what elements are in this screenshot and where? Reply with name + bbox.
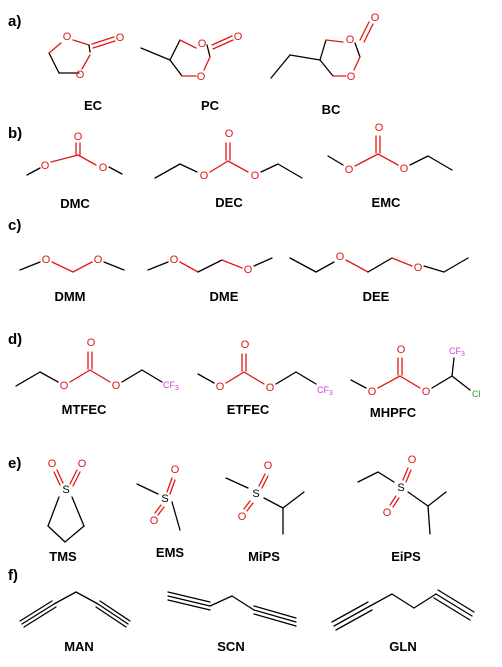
oxygen-atom: O	[60, 380, 69, 392]
molecule-dmc: O O O	[26, 131, 123, 176]
sulfur-atom: S	[397, 482, 404, 494]
oxygen-atom: O	[422, 386, 431, 398]
oxygen-atom: O	[42, 254, 51, 266]
panel-label-d: d)	[8, 331, 22, 348]
molecule-name-dmc: DMC	[60, 196, 90, 211]
oxygen-atom: O	[216, 381, 225, 393]
oxygen-atom: O	[94, 254, 103, 266]
oxygen-atom: O	[234, 31, 243, 43]
oxygen-atom: O	[336, 251, 345, 263]
oxygen-atom: O	[414, 262, 423, 274]
molecule-name-mips: MiPS	[248, 549, 280, 564]
molecule-name-scn: SCN	[217, 639, 244, 654]
oxygen-atom: O	[170, 254, 179, 266]
panel-label-c: c)	[8, 217, 21, 234]
oxygen-atom: O	[238, 511, 247, 523]
chlorine-atom: Cl	[472, 389, 481, 399]
oxygen-atom: O	[408, 454, 417, 466]
molecule-name-bc: BC	[322, 102, 341, 117]
oxygen-atom: O	[244, 264, 253, 276]
sulfur-atom: S	[62, 484, 69, 496]
oxygen-atom: O	[150, 515, 159, 527]
oxygen-atom: O	[346, 34, 355, 46]
trifluoromethyl-group: CF3	[317, 385, 333, 397]
molecule-name-dmm: DMM	[54, 289, 85, 304]
molecule-mtfec: O O O CF3	[15, 337, 179, 392]
panel-label-b: b)	[8, 125, 22, 142]
oxygen-atom: O	[345, 164, 354, 176]
oxygen-atom: O	[397, 344, 406, 356]
oxygen-atom: O	[375, 122, 384, 134]
molecule-name-emc: EMC	[372, 195, 402, 210]
oxygen-atom: O	[371, 12, 380, 24]
molecule-dme: O O	[147, 254, 273, 276]
molecule-tms: S O O	[47, 458, 87, 543]
oxygen-atom: O	[171, 464, 180, 476]
molecule-mhpfc: O O O CF3 Cl	[350, 344, 481, 399]
oxygen-atom: O	[116, 32, 125, 44]
molecule-name-eips: EiPS	[391, 549, 421, 564]
oxygen-atom: O	[78, 458, 87, 470]
molecule-name-dee: DEE	[363, 289, 390, 304]
oxygen-atom: O	[241, 339, 250, 351]
oxygen-atom: O	[48, 458, 57, 470]
oxygen-atom: O	[41, 160, 50, 172]
molecule-gln	[331, 589, 475, 631]
oxygen-atom: O	[74, 131, 83, 143]
molecule-name-mtfec: MTFEC	[62, 402, 107, 417]
oxygen-atom: O	[264, 460, 273, 472]
molecule-name-ec: EC	[84, 98, 103, 113]
molecule-name-dec: DEC	[215, 195, 243, 210]
molecule-dec: O O O	[154, 128, 303, 182]
sulfur-atom: S	[161, 493, 168, 505]
molecule-pc: O O O	[140, 31, 243, 83]
oxygen-atom: O	[225, 128, 234, 140]
oxygen-atom: O	[99, 162, 108, 174]
oxygen-atom: O	[383, 507, 392, 519]
oxygen-atom: O	[198, 38, 207, 50]
molecule-name-ems: EMS	[156, 545, 185, 560]
oxygen-atom: O	[400, 163, 409, 175]
molecule-mips: S O O	[225, 460, 305, 535]
panel-label-e: e)	[8, 455, 21, 472]
oxygen-atom: O	[251, 170, 260, 182]
molecule-name-dme: DME	[210, 289, 239, 304]
molecule-name-gln: GLN	[389, 639, 416, 654]
molecule-name-etfec: ETFEC	[227, 402, 270, 417]
oxygen-atom: O	[197, 71, 206, 83]
trifluoromethyl-group: CF3	[163, 380, 179, 392]
panel-label-a: a)	[8, 13, 21, 30]
oxygen-atom: O	[76, 69, 85, 81]
molecule-eips: S O O	[357, 454, 447, 535]
molecule-scn	[167, 591, 297, 627]
molecule-ems: S O O	[136, 464, 181, 531]
molecule-name-tms: TMS	[49, 549, 77, 564]
trifluoromethyl-group: CF3	[449, 346, 465, 358]
molecule-dee: O O	[289, 251, 469, 274]
molecule-ec: O O O	[48, 31, 125, 81]
oxygen-atom: O	[112, 380, 121, 392]
oxygen-atom: O	[266, 382, 275, 394]
molecule-name-man: MAN	[64, 639, 94, 654]
sulfur-atom: S	[252, 488, 259, 500]
oxygen-atom: O	[347, 71, 356, 83]
molecule-name-mhpfc: MHPFC	[370, 405, 417, 420]
oxygen-atom: O	[368, 386, 377, 398]
molecule-name-pc: PC	[201, 98, 220, 113]
molecule-etfec: O O O CF3	[197, 339, 333, 397]
oxygen-atom: O	[63, 31, 72, 43]
panel-label-f: f)	[8, 567, 18, 584]
oxygen-atom: O	[200, 170, 209, 182]
molecule-man	[19, 591, 131, 628]
oxygen-atom: O	[87, 337, 96, 349]
molecule-emc: O O O	[327, 122, 453, 176]
molecule-bc: O O O	[270, 12, 380, 83]
molecule-dmm: O O	[19, 254, 125, 273]
